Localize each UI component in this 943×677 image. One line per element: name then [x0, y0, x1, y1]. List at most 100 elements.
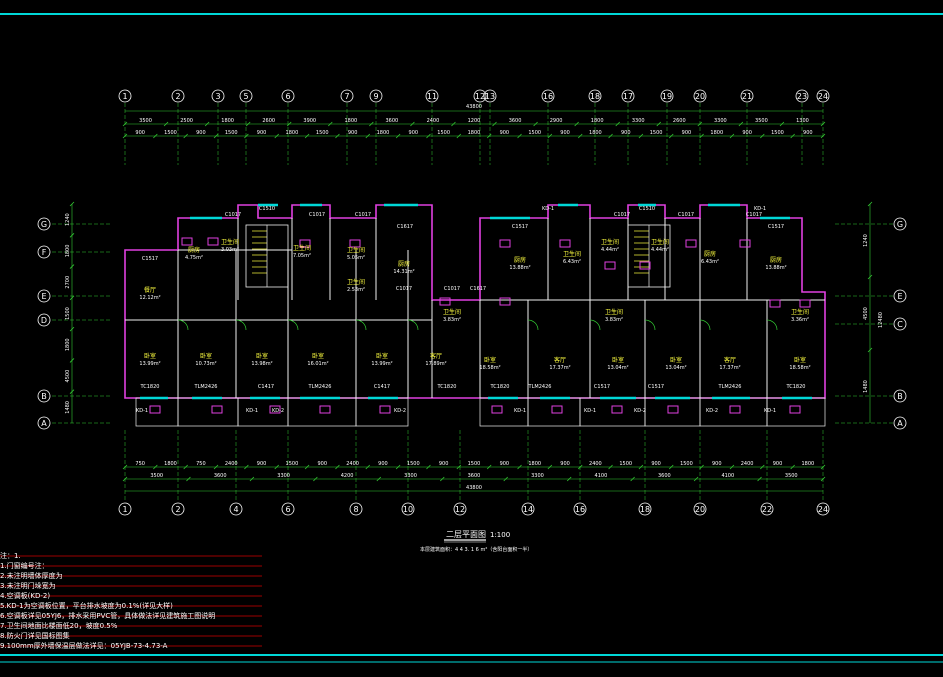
dim-top2-text: 1500	[528, 130, 541, 136]
plan-walls	[124, 203, 826, 427]
axis-label-F: F	[42, 248, 47, 257]
dim-top2-text: 900	[742, 130, 752, 136]
axis-bubble	[37, 289, 51, 303]
dim-tick	[790, 133, 795, 139]
dim-bottom1-text: 1500	[468, 461, 481, 467]
dim-tick	[69, 264, 75, 269]
dim-bottom1-text: 2400	[346, 461, 359, 467]
window-tag: C1510	[639, 206, 655, 212]
dim-bottom2-text: 4100	[595, 473, 608, 479]
dim-bottom1-text: 900	[773, 461, 783, 467]
room-name: 卫生间	[347, 278, 365, 286]
axis-bubble	[893, 317, 907, 331]
axis-bubble	[401, 502, 415, 516]
dim-bottom1-text: 750	[135, 461, 145, 467]
dim-tick	[69, 201, 75, 207]
dim-tick	[122, 464, 128, 470]
window-tag: KD-1	[136, 408, 148, 414]
dim-bottom2-text: 3600	[468, 473, 481, 479]
total-width-top: 43800	[466, 104, 482, 110]
axis-label-B: B	[41, 392, 47, 401]
balcony	[287, 397, 357, 427]
dim-top2-text: 900	[135, 130, 145, 136]
window-tag: TC1820	[140, 384, 160, 390]
axis-label-3: 3	[215, 92, 220, 101]
window-tag: C1017	[746, 212, 762, 218]
room-name: 厨房	[514, 256, 526, 264]
dim-tick	[69, 295, 75, 301]
axis-bubble	[37, 217, 51, 231]
room-name: 卫生间	[443, 308, 461, 316]
room-area: 13.99m²	[139, 361, 160, 367]
axis-label-16: 16	[575, 505, 585, 514]
axis-label-B: B	[897, 392, 903, 401]
window-tag: KD-2	[634, 408, 646, 414]
dim-bottom1-text: 900	[560, 461, 570, 467]
window-tag: C1517	[768, 224, 784, 230]
dim-tick	[304, 133, 310, 139]
dim-tick	[699, 464, 704, 470]
note-line: 7.卫生间地面比楼面低20，坡度0.5%	[0, 622, 118, 630]
dim-top1-text: 3600	[509, 118, 522, 124]
dim-tick	[790, 464, 795, 470]
dim-tick	[577, 464, 583, 470]
dim-top2-text: 900	[196, 130, 206, 136]
window-tag: TLM2426	[718, 384, 742, 390]
axis-bubble	[369, 89, 383, 103]
room-area: 5.05m²	[347, 255, 365, 261]
room-area: 18.58m²	[479, 365, 500, 371]
room-name: 卫生间	[563, 250, 581, 258]
axis-bubble	[37, 245, 51, 259]
dim-tick	[328, 121, 333, 127]
axis-label-10: 10	[403, 505, 413, 514]
dim-tick	[757, 476, 762, 482]
dim-tick	[69, 389, 75, 394]
dim-left-text: 2700	[65, 276, 71, 289]
window-tag: KD-1	[514, 408, 526, 414]
dim-tick	[729, 464, 735, 470]
drawing-frame-bottom	[0, 654, 943, 656]
dim-tick	[286, 121, 292, 127]
axis-bubble	[893, 217, 907, 231]
room-name: 餐厅	[144, 286, 156, 294]
axis-bubble	[795, 89, 809, 103]
dim-top1-text: 3300	[632, 118, 645, 124]
dim-tick	[697, 121, 703, 127]
dim-tick	[577, 133, 583, 139]
dim-tick	[492, 121, 497, 127]
dim-top2-text: 900	[682, 130, 692, 136]
room-area: 3.36m²	[791, 317, 809, 323]
room-area: 16.01m²	[307, 361, 328, 367]
axis-bubble	[760, 502, 774, 516]
dim-tick	[820, 133, 826, 139]
room-name: 客厅	[724, 356, 736, 364]
dim-tick	[779, 121, 785, 127]
fixture	[379, 405, 391, 414]
axis-bubble	[229, 502, 243, 516]
dim-tick	[365, 133, 371, 139]
door-swing	[527, 319, 539, 331]
dim-top2-text: 900	[500, 130, 510, 136]
window-tag: TC1820	[490, 384, 510, 390]
dim-top2-text: 1800	[377, 130, 390, 136]
window-tag: KD-1	[542, 206, 554, 212]
door-swing	[177, 319, 189, 331]
dim-tick	[69, 358, 75, 363]
fixture	[559, 239, 571, 248]
axis-label-C: C	[897, 320, 903, 329]
dim-tick	[486, 464, 492, 470]
dim-top1-text: 2400	[427, 118, 440, 124]
dim-top2-text: 900	[409, 130, 419, 136]
dim-tick	[183, 133, 188, 139]
room-area: 14.31m²	[393, 269, 414, 275]
window-tag: KD-2	[272, 408, 284, 414]
dim-top1-text: 1800	[591, 118, 604, 124]
note-line: 8.防火门详见国标图集	[0, 632, 70, 640]
dim-left-text: 1240	[65, 213, 71, 226]
axis-label-4: 4	[233, 505, 238, 514]
axis-label-A: A	[41, 419, 47, 428]
dim-tick	[547, 133, 553, 139]
dim-bottom1-text: 2400	[225, 461, 238, 467]
dim-tick	[426, 464, 431, 470]
